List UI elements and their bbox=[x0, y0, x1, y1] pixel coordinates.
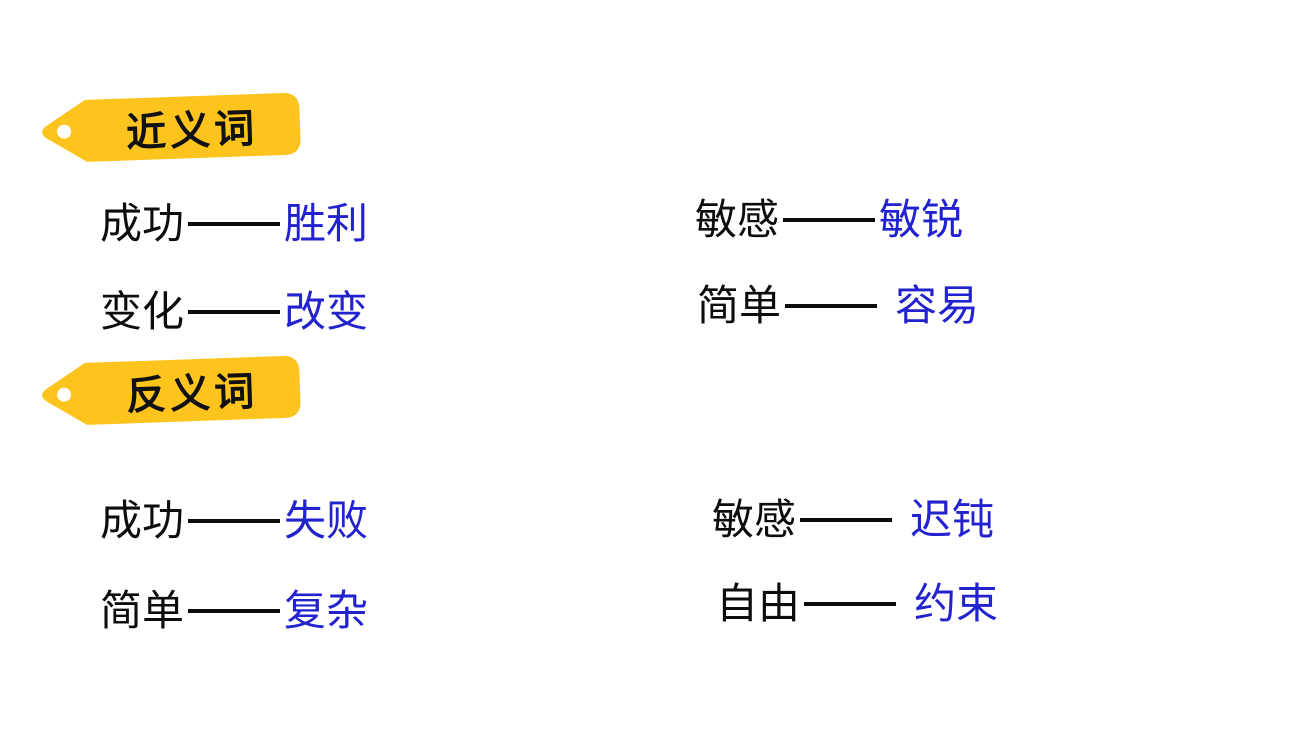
pair-right-word: 迟钝 bbox=[910, 496, 995, 543]
pair-left-word: 自由 bbox=[716, 580, 801, 627]
dash-line bbox=[800, 517, 893, 522]
word-pair: 成功 胜利 bbox=[100, 190, 368, 251]
section-tag-antonyms: 反义词 bbox=[35, 353, 303, 428]
pair-right-word: 容易 bbox=[895, 282, 980, 329]
pair-left-word: 成功 bbox=[100, 497, 185, 544]
section-title-antonyms: 反义词 bbox=[125, 369, 259, 419]
tag-hole bbox=[57, 124, 72, 139]
dash-line bbox=[188, 221, 281, 226]
word-pair: 敏感 迟钝 bbox=[712, 486, 994, 547]
pair-left-word: 变化 bbox=[100, 288, 185, 335]
dash-line bbox=[783, 217, 876, 222]
tag-shape-icon bbox=[42, 93, 301, 162]
tag-shape-icon bbox=[42, 356, 301, 425]
word-pair: 敏感 敏锐 bbox=[695, 186, 963, 247]
pair-right-word: 失败 bbox=[284, 497, 369, 544]
pair-right-word: 约束 bbox=[914, 580, 999, 627]
tag-hole bbox=[57, 387, 72, 402]
section-title-synonyms: 近义词 bbox=[125, 106, 259, 156]
pair-right-word: 敏锐 bbox=[879, 196, 964, 243]
pair-left-word: 成功 bbox=[100, 200, 185, 247]
dash-line bbox=[785, 303, 878, 308]
word-pair: 自由 约束 bbox=[716, 570, 998, 631]
pair-right-word: 改变 bbox=[284, 288, 369, 335]
word-pair: 简单 容易 bbox=[697, 272, 979, 333]
pair-left-word: 敏感 bbox=[712, 496, 797, 543]
dash-line bbox=[188, 518, 281, 523]
word-pair: 变化 改变 bbox=[100, 278, 368, 339]
pair-left-word: 简单 bbox=[697, 282, 782, 329]
dash-line bbox=[188, 309, 281, 314]
word-pair: 成功 失败 bbox=[100, 487, 368, 548]
pair-right-word: 复杂 bbox=[284, 587, 369, 634]
pair-left-word: 敏感 bbox=[695, 196, 780, 243]
dash-line bbox=[804, 601, 897, 606]
pair-right-word: 胜利 bbox=[284, 200, 369, 247]
pair-left-word: 简单 bbox=[100, 587, 185, 634]
word-pair: 简单 复杂 bbox=[100, 577, 368, 638]
section-tag-synonyms: 近义词 bbox=[35, 90, 303, 165]
dash-line bbox=[188, 608, 281, 613]
